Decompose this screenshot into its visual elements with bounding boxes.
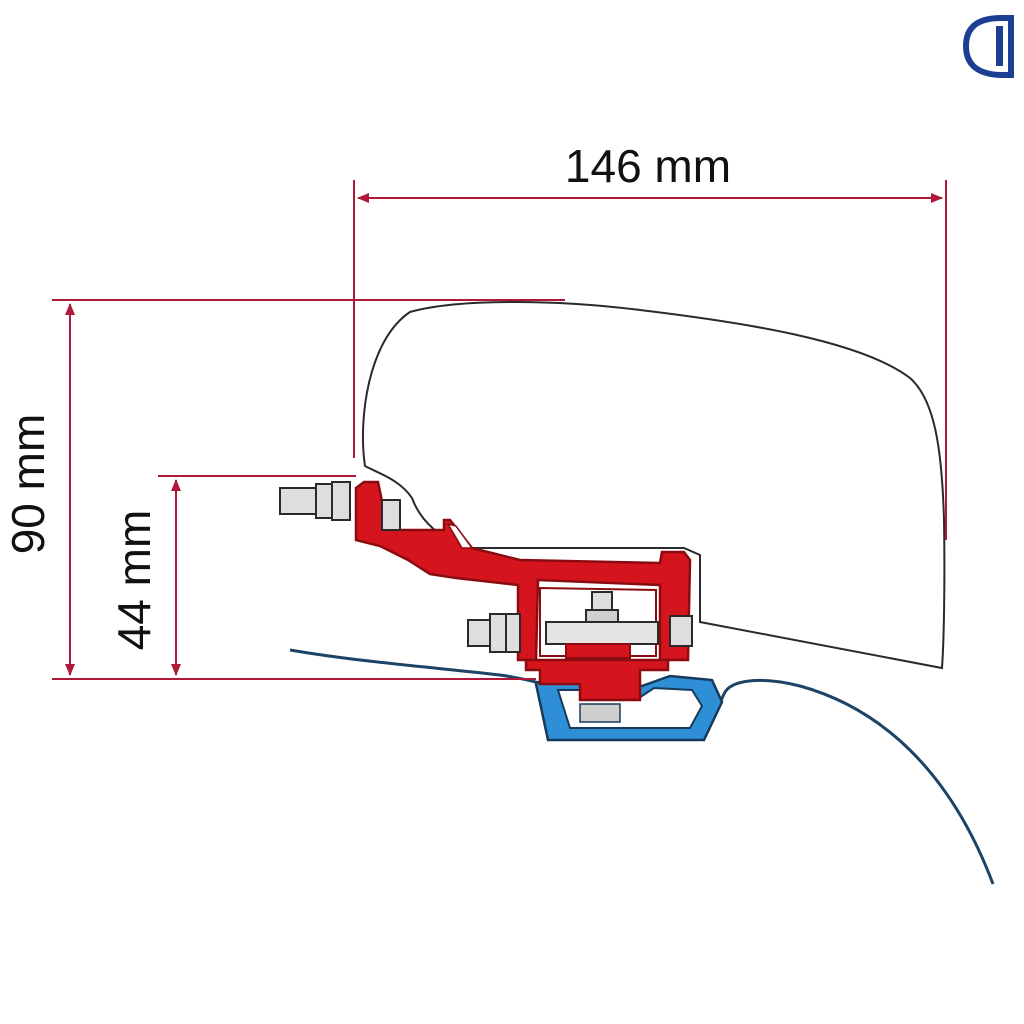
clamp-bolt bbox=[545, 591, 659, 659]
roof-line bbox=[289, 648, 995, 885]
width-dimension: 146 mm bbox=[353, 140, 947, 540]
height-label: 90 mm bbox=[2, 414, 54, 555]
width-label: 146 mm bbox=[565, 140, 731, 192]
side-bolt bbox=[467, 613, 693, 653]
height-dimension: 90 mm bbox=[2, 299, 565, 680]
adjustment-bolt bbox=[279, 481, 401, 531]
awning-housing bbox=[361, 301, 946, 670]
inner-height-label: 44 mm bbox=[108, 510, 160, 651]
inner-height-dimension: 44 mm bbox=[108, 475, 356, 676]
brand-logo-icon bbox=[962, 15, 1014, 78]
